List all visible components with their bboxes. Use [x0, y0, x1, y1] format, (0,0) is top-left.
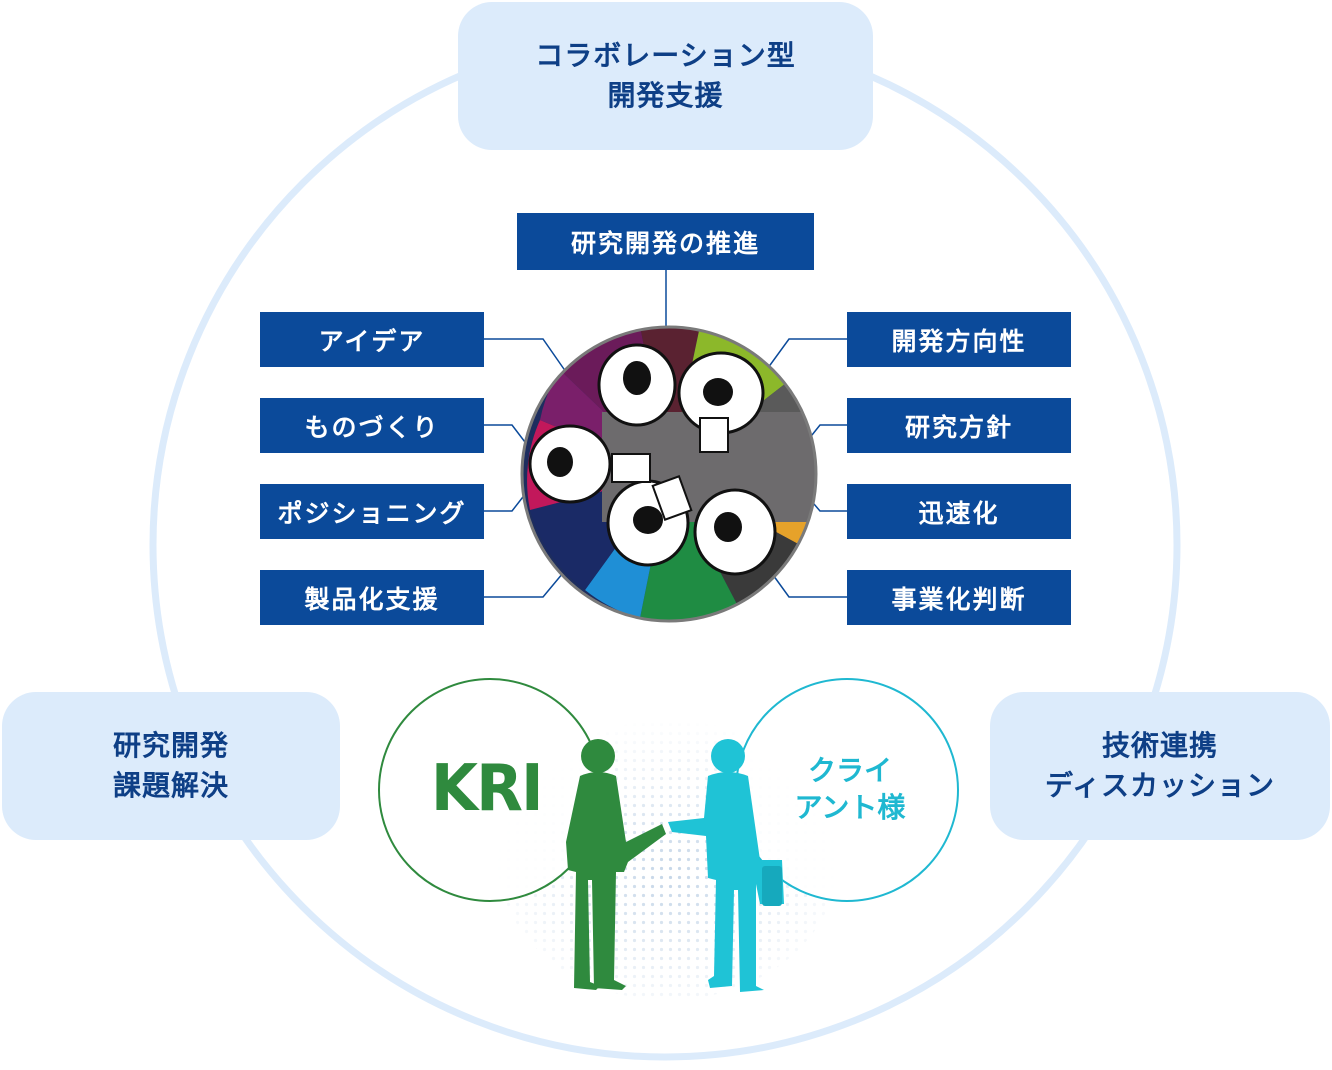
client-label-line1: クライ	[807, 754, 892, 787]
label-development-direction: 開発方向性	[847, 312, 1071, 367]
kri-person-silhouette	[566, 739, 666, 990]
outer-node-left-line2: 課題解決	[112, 769, 229, 802]
client-label-line2: アント様	[794, 791, 906, 824]
meeting-illustration	[523, 328, 815, 620]
client-label: クライ アント様	[775, 752, 925, 826]
label-commercialization-decision: 事業化判断	[847, 570, 1071, 625]
outer-node-top-line1: コラボレーション型	[535, 39, 796, 72]
label-research-policy: 研究方針	[847, 398, 1071, 453]
left-connectors	[484, 338, 569, 598]
outer-node-right-line2: ディスカッション	[1044, 769, 1276, 802]
label-monozukuri: ものづくり	[260, 398, 484, 453]
label-acceleration: 迅速化	[847, 484, 1071, 539]
label-idea: アイデア	[260, 312, 484, 367]
kri-logo: KRI	[430, 752, 544, 826]
label-rd-promotion: 研究開発の推進	[517, 213, 814, 270]
outer-node-tech-discussion: 技術連携 ディスカッション	[990, 692, 1330, 840]
outer-node-left-line1: 研究開発	[112, 729, 229, 762]
outer-node-collaboration: コラボレーション型 開発支援	[458, 2, 873, 150]
outer-node-rd-problem-solving: 研究開発 課題解決	[2, 692, 340, 840]
label-productization-support: 製品化支援	[260, 570, 484, 625]
client-person-silhouette	[668, 739, 784, 992]
outer-node-right-line1: 技術連携	[1101, 729, 1218, 762]
meeting-rim	[520, 325, 818, 623]
label-positioning: ポジショニング	[260, 484, 484, 539]
outer-node-top-line2: 開発支援	[607, 79, 724, 112]
